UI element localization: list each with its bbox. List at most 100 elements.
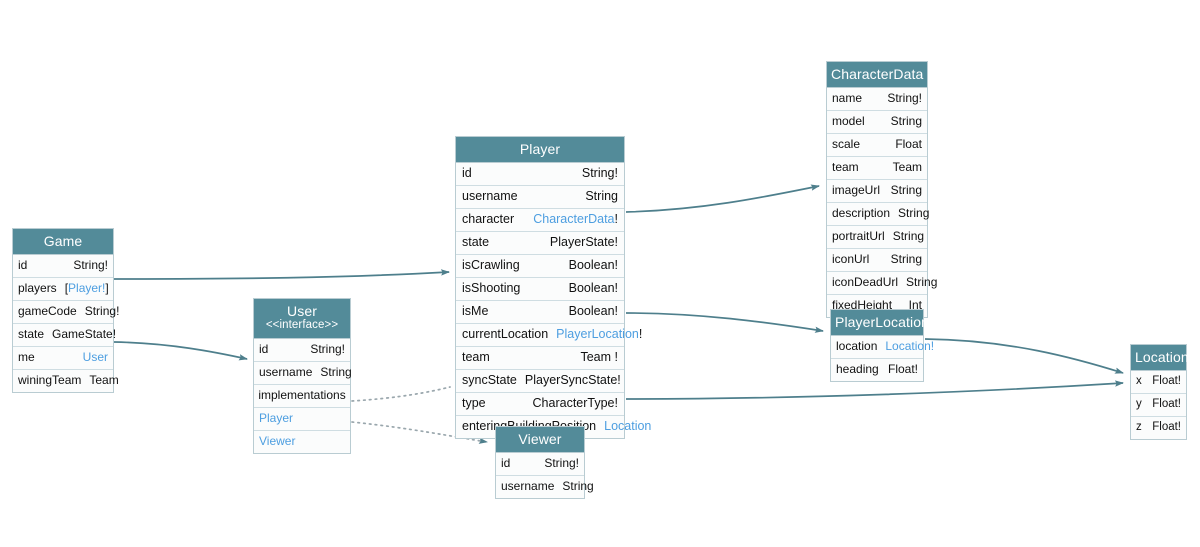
field-name: heading — [836, 362, 879, 376]
field-row: id String! — [456, 163, 624, 186]
field-type-link[interactable]: User — [82, 350, 108, 364]
field-type-link[interactable]: Player! — [68, 281, 106, 295]
node-playerlocation[interactable]: PlayerLocation location Location! headin… — [830, 309, 934, 382]
node-player[interactable]: Player id String! username String charac… — [455, 136, 651, 439]
field-name: id — [501, 456, 511, 470]
implementation-link[interactable]: Viewer — [259, 434, 296, 448]
field-name: id — [18, 258, 28, 272]
field-row: username String — [496, 476, 594, 498]
implementation-link[interactable]: Player — [259, 411, 294, 425]
field-type: Boolean! — [568, 258, 618, 272]
field-row: players [Player!] — [13, 278, 113, 301]
field-type: Float! — [887, 362, 918, 376]
field-name: me — [18, 350, 35, 364]
field-type: String — [585, 189, 618, 203]
field-row: y Float! — [1131, 394, 1186, 417]
field-type: String — [320, 365, 352, 379]
implementations-label: implementations — [258, 388, 346, 402]
field-type-suffix: ] — [105, 281, 109, 295]
implementation-row[interactable]: Player — [254, 408, 350, 431]
field-type: Team — [892, 160, 922, 174]
field-type: String! — [73, 258, 108, 272]
field-type: String — [906, 275, 938, 289]
field-type: Float — [895, 137, 922, 151]
field-name: state — [18, 327, 45, 341]
field-row: heading Float! — [831, 359, 923, 381]
field-type: PlayerState! — [549, 235, 618, 249]
field-type: [Player!] — [57, 282, 109, 295]
field-row: location Location! — [831, 336, 934, 359]
field-type-link[interactable]: PlayerLocation — [556, 327, 639, 341]
field-name: z — [1136, 421, 1142, 433]
field-name: portraitUrl — [832, 229, 885, 243]
field-name: id — [259, 342, 269, 356]
field-type-suffix: ! — [614, 212, 618, 226]
field-type: String! — [887, 91, 922, 105]
field-name: id — [462, 166, 472, 180]
field-name: character — [462, 212, 515, 226]
field-name: isCrawling — [462, 258, 520, 272]
field-type: String — [562, 479, 594, 493]
field-name: isMe — [462, 304, 489, 318]
field-type: String — [890, 114, 922, 128]
field-type: String — [890, 183, 922, 197]
node-location[interactable]: Location x Float! y Float! z Float! — [1130, 344, 1189, 440]
edge-playerlocation-location-location — [924, 338, 1124, 374]
edge-game-players-player — [113, 269, 450, 280]
field-type-link[interactable]: Location — [604, 419, 652, 433]
field-row: currentLocation PlayerLocation! — [456, 324, 642, 347]
field-row: iconUrl String — [827, 249, 927, 272]
field-row: imageUrl String — [827, 180, 927, 203]
field-type-prefix: [ — [64, 281, 69, 295]
field-row: scale Float — [827, 134, 927, 157]
node-playerlocation-title: PlayerLocation — [831, 310, 929, 336]
field-name: players — [18, 281, 57, 295]
field-row: z Float! — [1131, 417, 1186, 439]
node-characterdata[interactable]: CharacterData name String! model String … — [826, 61, 937, 318]
field-row: team Team ! — [456, 347, 624, 370]
field-type-link[interactable]: Location! — [885, 339, 935, 353]
node-game[interactable]: Game id String! players [Player!] gameCo… — [12, 228, 119, 393]
field-name: username — [259, 365, 313, 379]
field-name: name — [832, 91, 863, 105]
field-type: GameState! — [52, 327, 117, 341]
field-row: isCrawling Boolean! — [456, 255, 624, 278]
edge-player-enteringbuildingposition-location — [625, 380, 1124, 400]
field-type: String — [898, 206, 930, 220]
field-name: username — [462, 189, 518, 203]
field-type-link[interactable]: CharacterData — [533, 212, 615, 226]
implementation-row[interactable]: Viewer — [254, 431, 350, 453]
field-type: Boolean! — [568, 304, 618, 318]
node-viewer-title: Viewer — [496, 427, 584, 453]
field-type: Float! — [1152, 421, 1181, 433]
field-type: Int — [908, 298, 922, 312]
field-row: model String — [827, 111, 927, 134]
field-row: state GameState! — [13, 324, 117, 347]
field-name: type — [462, 396, 486, 410]
field-row: id String! — [13, 255, 113, 278]
node-viewer[interactable]: Viewer id String! username String — [495, 426, 594, 499]
field-row: team Team — [827, 157, 927, 180]
field-name: username — [501, 479, 555, 493]
field-type: String! — [544, 456, 579, 470]
node-user[interactable]: User <<interface>> id String! username S… — [253, 298, 352, 454]
field-type: String — [892, 229, 925, 243]
field-name: iconUrl — [832, 252, 870, 266]
field-name: state — [462, 235, 490, 249]
field-row: me User — [13, 347, 113, 370]
field-row: portraitUrl String — [827, 226, 927, 249]
field-name: x — [1136, 375, 1142, 387]
node-player-title: Player — [456, 137, 624, 163]
field-row: id String! — [496, 453, 584, 476]
field-name: isShooting — [462, 281, 521, 295]
field-name: model — [832, 114, 865, 128]
field-name: team — [832, 160, 859, 174]
field-row: iconDeadUrl String — [827, 272, 937, 295]
field-name: fixedHeight — [832, 298, 893, 312]
field-row: isShooting Boolean! — [456, 278, 624, 301]
field-type: Team ! — [580, 350, 618, 364]
field-row: id String! — [254, 339, 350, 362]
field-row: winingTeam Team — [13, 370, 119, 392]
field-name: y — [1136, 398, 1142, 410]
